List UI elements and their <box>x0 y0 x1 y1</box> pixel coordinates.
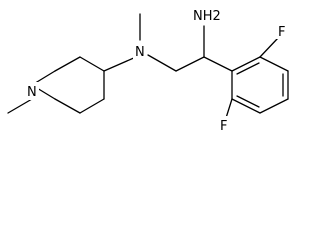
atom-nh2: NH2 <box>192 6 224 24</box>
bond-amine-to-ch2 <box>147 54 177 72</box>
bond-ch-to-aryl <box>203 56 233 72</box>
bond-ar-c2-c3 <box>259 56 289 72</box>
bond-ar-c5-c6 <box>231 98 261 114</box>
piperidine-ring <box>31 56 105 114</box>
molecule-diagram: NH2 N N F F <box>7 6 289 134</box>
bond-ar-double-1 <box>236 62 260 75</box>
bond-ring-c5-c4 <box>79 98 105 114</box>
bond-ar-c4-c5 <box>259 98 289 114</box>
atom-label-f-top: F <box>278 25 285 40</box>
bond-ring-c6-c5 <box>54 98 81 114</box>
bond-ch2-to-ch <box>175 56 205 72</box>
atom-label-nh2: NH2 <box>193 9 221 24</box>
atom-n-amine: N <box>133 42 147 60</box>
bond-ar-to-f-top <box>259 37 279 58</box>
bond-ring-to-amine <box>103 56 137 72</box>
atom-f-bottom: F <box>218 116 230 134</box>
bond-ar-to-f-bottom <box>225 98 233 119</box>
atom-label-n-amine: N <box>135 45 145 60</box>
atom-label-n-ring: N <box>27 85 37 100</box>
bond-ar-c1-c2 <box>231 56 261 72</box>
benzene-ring <box>231 56 289 114</box>
bond-ar-double-3 <box>236 95 260 108</box>
bond-ring-n-methyl <box>7 98 33 114</box>
atom-n-ring: N <box>25 82 39 100</box>
atom-label-f-bottom: F <box>220 119 227 134</box>
atom-f-top: F <box>276 22 288 40</box>
bond-ring-c4-c3 <box>79 56 105 72</box>
bond-ring-c3-c2 <box>54 56 81 72</box>
